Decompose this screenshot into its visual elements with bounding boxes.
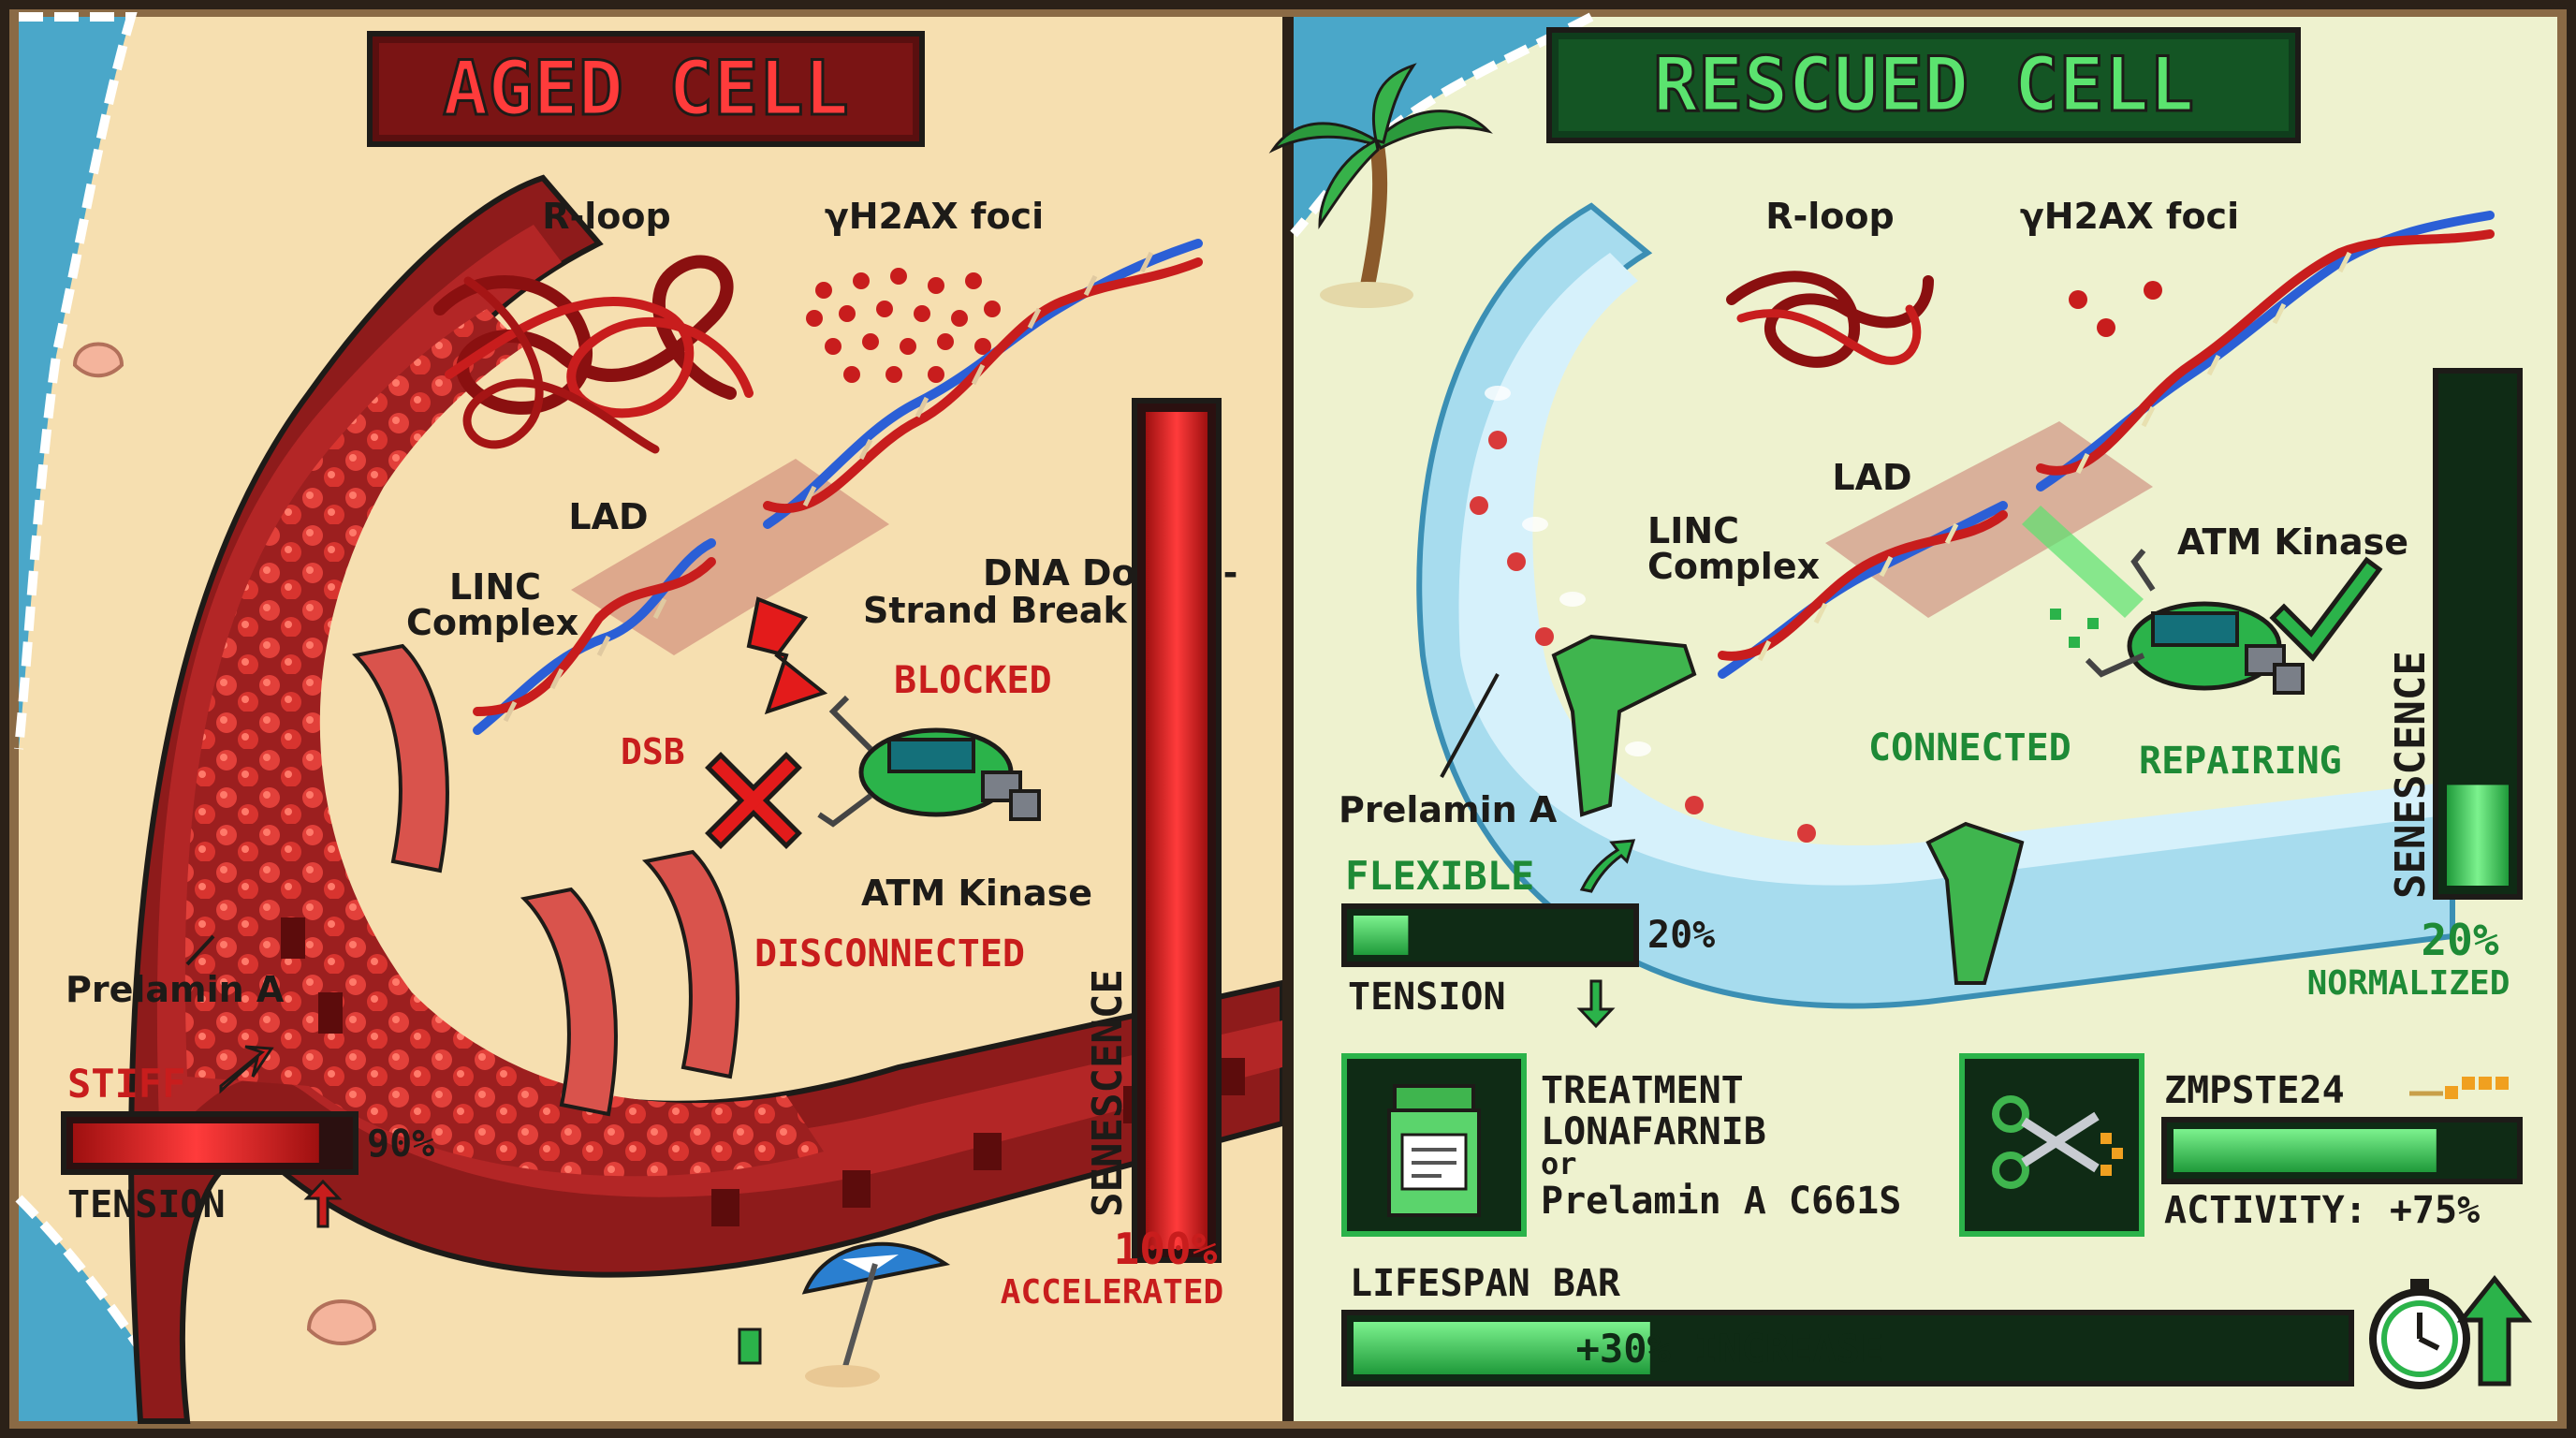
aged-prelamin-label: Prelamin A <box>66 969 285 1010</box>
enzyme-activity-fill <box>2174 1129 2437 1172</box>
rescued-flexible-label: FLEXIBLE <box>1345 853 1534 899</box>
aged-stiff-label: STIFF <box>67 1061 185 1107</box>
rescued-title-inner <box>1559 39 2289 131</box>
treatment-line1: TREATMENT <box>1541 1069 1744 1112</box>
aged-break-bolt <box>746 596 828 715</box>
lifespan-up-arrow-icon <box>2456 1274 2533 1387</box>
treatment-line4: Prelamin A C661S <box>1541 1180 1901 1223</box>
rescued-senescence-fill <box>2447 785 2509 886</box>
aged-blocked-label: BLOCKED <box>894 659 1052 702</box>
treatment-line3: or <box>1541 1146 1577 1181</box>
rescued-linc-complexes <box>1551 634 2025 985</box>
rescued-prelamin-label: Prelamin A <box>1339 789 1558 830</box>
enzyme-chain-icon <box>2409 1077 2509 1099</box>
stopwatch-icon <box>2369 1279 2470 1389</box>
rescued-r-loop <box>1726 271 1934 368</box>
repair-sparkles <box>2050 609 2099 648</box>
aged-senescence-status: ACCELERATED <box>1001 1273 1223 1312</box>
lifespan-label: LIFESPAN BAR <box>1350 1262 1621 1305</box>
left-ocean-top <box>19 17 131 749</box>
rescued-prelamin-pointer <box>1440 673 1500 778</box>
repair-beam <box>2022 506 2144 618</box>
aged-r-loop-label: R-loop <box>542 196 670 237</box>
aged-gh2ax-label: γH2AX foci <box>825 196 1044 237</box>
seashell-icon <box>72 342 377 1345</box>
treatment-line2: LONAFARNIB <box>1541 1110 1766 1153</box>
left-wave-top <box>14 12 138 750</box>
checkmark-icon <box>2276 563 2377 655</box>
aged-senescence-fill <box>1146 412 1208 1249</box>
rescued-vesicles <box>1485 386 1651 756</box>
rescued-dna-rungs <box>1757 251 2352 662</box>
aged-linc-label-line2: Complex <box>406 602 578 643</box>
aged-tension-value: 90% <box>367 1123 434 1166</box>
rescued-senescence-value: 20% <box>2421 915 2498 965</box>
left-panel: AGED CELL R-loop <box>14 12 1285 1424</box>
rescued-atm-label: ATM Kinase <box>2177 521 2408 563</box>
aged-disconnected-label: DISCONNECTED <box>754 932 1025 976</box>
right-panel: RESCUED CELL Prelamin A R-loop <box>1268 12 2557 1421</box>
aged-gh2ax-foci <box>806 268 1001 383</box>
aged-dna-rungs <box>503 251 1154 723</box>
aged-atm-label: ATM Kinase <box>861 873 1092 914</box>
cleaved-peptide-icon <box>2100 1133 2123 1176</box>
left-wave-bottom <box>15 1195 192 1424</box>
aged-blocked-x-icon <box>711 758 796 843</box>
rescued-linc-label-line1: LINC <box>1647 510 1739 551</box>
rescued-cell-title: RESCUED CELL <box>1653 41 2194 128</box>
beach-umbrella-icon <box>801 1241 951 1387</box>
right-ocean-top <box>1294 17 1591 234</box>
flexible-arrow-icon <box>1579 839 1636 893</box>
aged-title-inner <box>379 43 913 135</box>
lifespan-fill <box>1354 1322 1650 1374</box>
aged-tension-label: TENSION <box>67 1183 226 1226</box>
beach-figure-icon <box>738 1328 762 1365</box>
rescued-gh2ax-label: γH2AX foci <box>2020 196 2239 237</box>
aged-atm-kinase-robot <box>817 695 1041 828</box>
scissors-icon <box>1992 1095 2100 1189</box>
rescued-lad-label: LAD <box>1832 457 1911 498</box>
lamina-aggregates <box>184 309 824 1177</box>
enzyme-activity-text: ACTIVITY: +75% <box>2164 1189 2480 1232</box>
rescued-tension-gauge-fill <box>1354 916 1409 955</box>
lifespan-increase-text: +30% INCREASE <box>1576 1326 1884 1372</box>
enzyme-label: ZMPSTE24 <box>2164 1069 2345 1112</box>
panel-divider <box>1282 17 1294 1421</box>
aged-r-loop-tangle <box>433 255 754 454</box>
rescued-gh2ax-foci <box>2069 281 2162 337</box>
aged-dsb-label-line2: Strand Break <box>863 590 1128 631</box>
palm-tree-icon <box>1268 63 1493 308</box>
rescued-r-loop-label: R-loop <box>1765 196 1894 237</box>
pill-bottle-icon <box>1387 1084 1481 1217</box>
rescued-atm-kinase-robot <box>2085 549 2305 695</box>
rescued-tension-value: 20% <box>1647 914 1715 957</box>
aged-prelamin-pointer <box>185 934 215 966</box>
aged-lad-label: LAD <box>568 496 648 537</box>
aged-dsb-short-label: DSB <box>621 731 685 772</box>
rescued-connected-label: CONNECTED <box>1868 726 2071 770</box>
tension-down-arrow-icon <box>1576 979 1616 1029</box>
rescued-linc-label-line2: Complex <box>1647 546 1820 587</box>
stiff-arrow-icon <box>219 1045 274 1094</box>
aged-senescence-label: SENESCENCE <box>1084 969 1132 1217</box>
aged-prelamin-bands <box>351 643 739 1117</box>
rescued-senescence-label: SENESCENCE <box>2387 651 2435 899</box>
rescued-envelope-rim <box>1458 253 2452 886</box>
aged-cell-title: AGED CELL <box>443 45 848 132</box>
rescued-repairing-label: REPAIRING <box>2139 740 2342 783</box>
rescued-tension-label: TENSION <box>1348 976 1506 1019</box>
tension-up-arrow-icon <box>303 1179 343 1228</box>
rescued-senescence-status: NORMALIZED <box>2307 964 2510 1003</box>
aged-senescence-value: 100% <box>1114 1224 1218 1274</box>
aged-linc-label-line1: LINC <box>449 566 541 608</box>
aged-tension-gauge-fill <box>73 1123 319 1163</box>
